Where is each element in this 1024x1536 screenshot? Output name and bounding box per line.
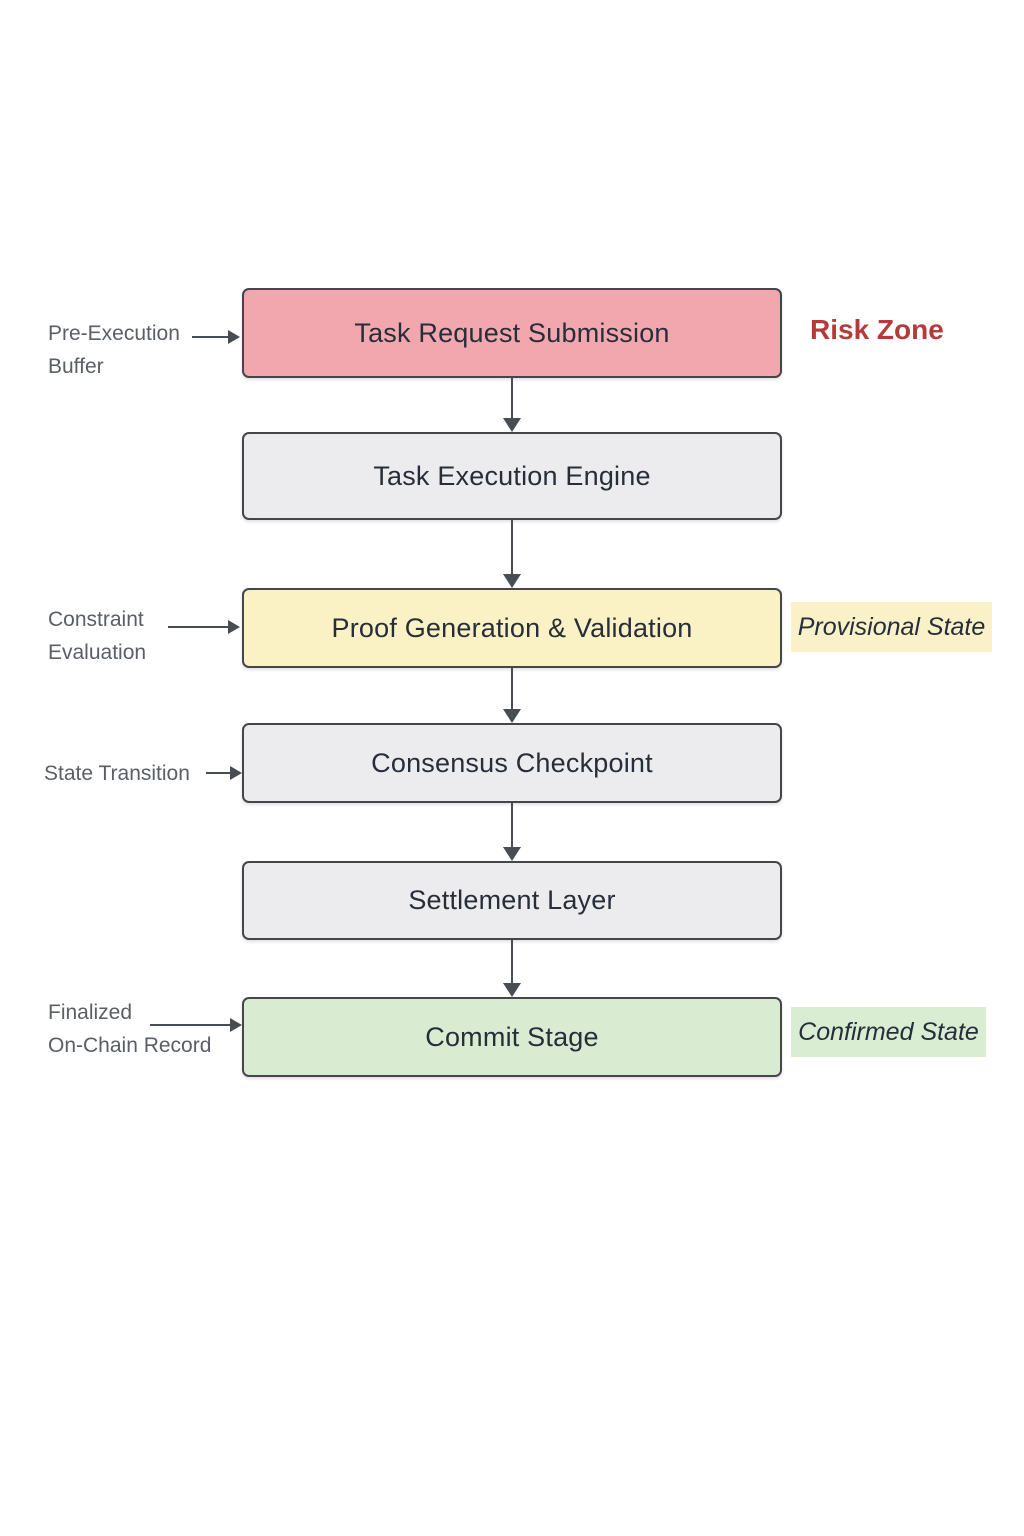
node-task-execution-engine: Task Execution Engine — [242, 432, 782, 520]
arrow-right-icon — [206, 766, 242, 780]
state-label-text: Confirmed State — [798, 1017, 979, 1046]
node-label: Consensus Checkpoint — [371, 747, 653, 778]
node-label: Proof Generation & Validation — [331, 612, 693, 643]
annotation-line: Buffer — [48, 355, 104, 378]
annotation-pre-execution-buffer: Pre-Execution Buffer — [48, 317, 180, 383]
annotation-line: Pre-Execution — [48, 322, 180, 345]
arrow-right-icon — [168, 620, 240, 634]
risk-zone-label: Risk Zone — [810, 314, 944, 345]
annotation-line: Constraint — [48, 608, 144, 631]
provisional-state-label: Provisional State — [791, 602, 992, 652]
annotation-line: On-Chain Record — [48, 1034, 212, 1057]
state-label-text: Provisional State — [797, 612, 986, 641]
annotation-finalized-on-chain-record: Finalized On-Chain Record — [48, 996, 211, 1062]
arrow-right-icon — [150, 1018, 242, 1032]
node-commit-stage: Commit Stage — [242, 997, 782, 1077]
node-consensus-checkpoint: Consensus Checkpoint — [242, 723, 782, 803]
arrow-down-icon — [503, 378, 521, 432]
arrow-right-icon — [192, 330, 240, 344]
node-task-request-submission: Task Request Submission — [242, 288, 782, 378]
arrow-down-icon — [503, 940, 521, 997]
annotation-line: State Transition — [44, 762, 190, 785]
arrow-down-icon — [503, 520, 521, 588]
annotation-line: Finalized — [48, 1001, 133, 1024]
confirmed-state-label: Confirmed State — [791, 1007, 986, 1057]
node-label: Task Execution Engine — [373, 460, 651, 491]
annotation-line: Evaluation — [48, 641, 147, 664]
annotation-state-transition: State Transition — [44, 757, 190, 790]
node-label: Settlement Layer — [408, 885, 616, 915]
node-label: Task Request Submission — [354, 317, 670, 348]
arrow-down-icon — [503, 668, 521, 723]
node-proof-generation-validation: Proof Generation & Validation — [242, 588, 782, 668]
node-settlement-layer: Settlement Layer — [242, 861, 782, 940]
node-label: Commit Stage — [425, 1021, 599, 1052]
annotation-constraint-evaluation: Constraint Evaluation — [48, 603, 146, 669]
arrow-down-icon — [503, 803, 521, 861]
